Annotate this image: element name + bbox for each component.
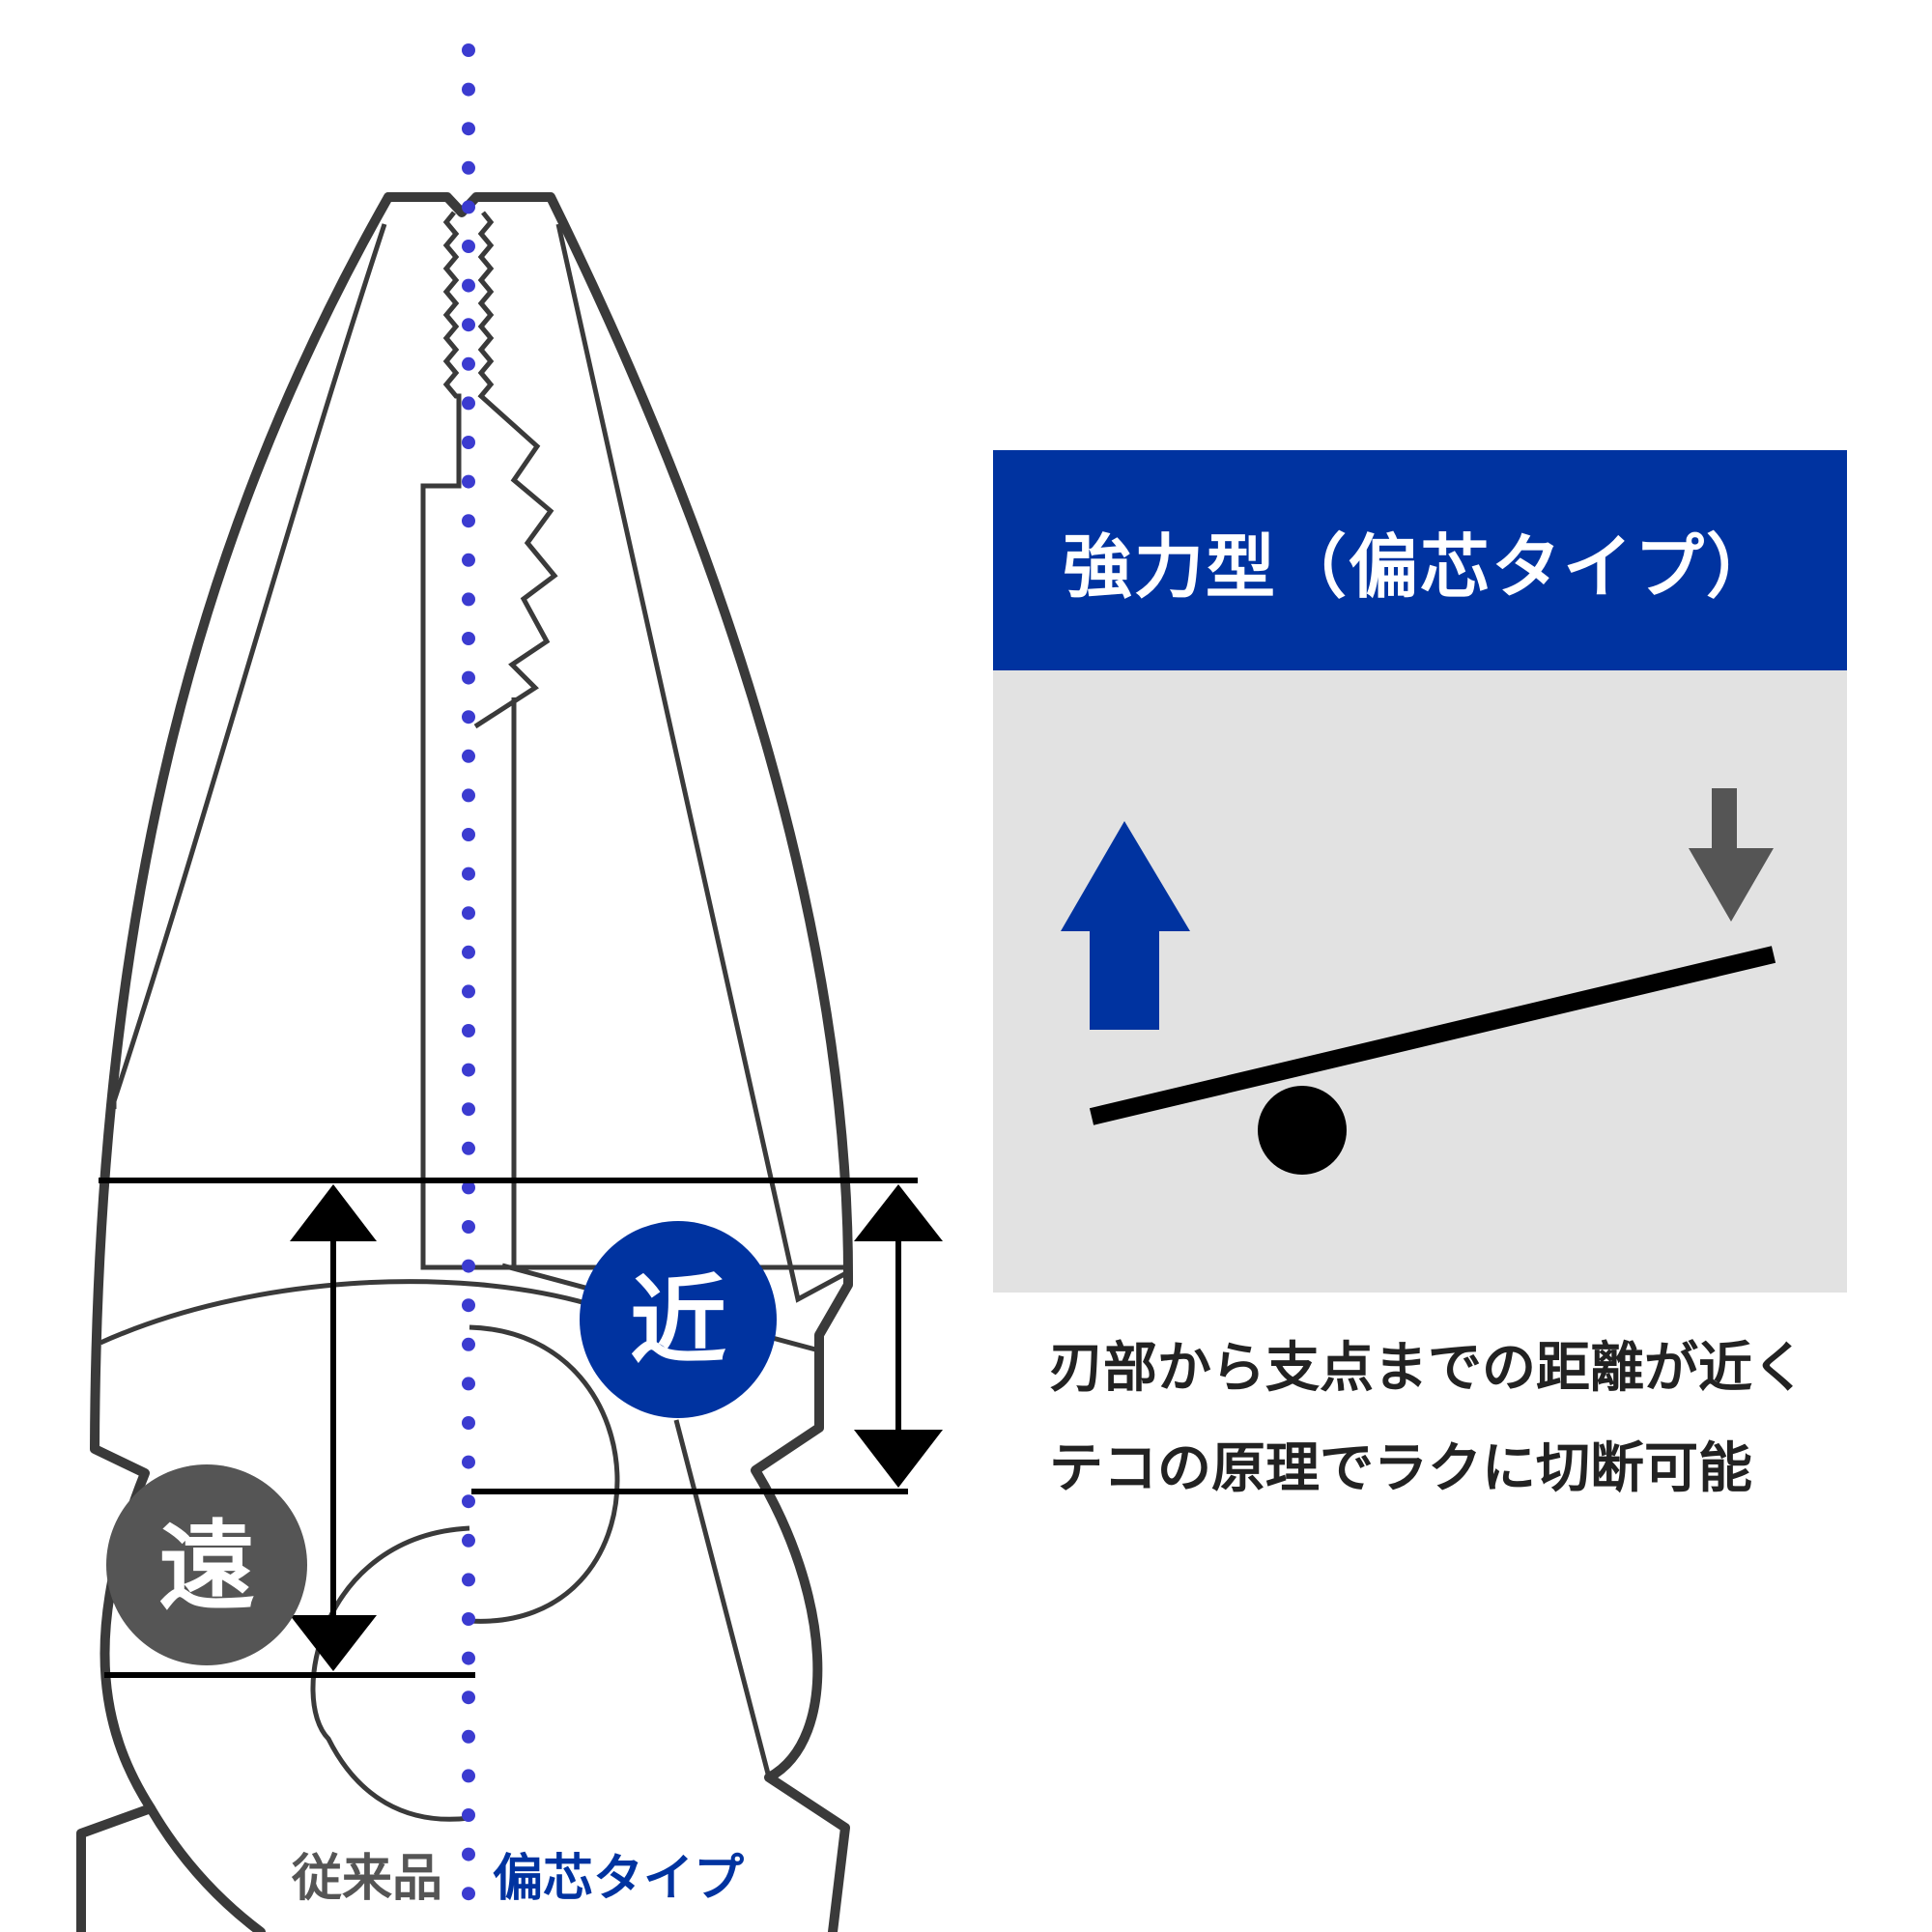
center-axis-dot — [462, 1847, 475, 1861]
center-axis-dot — [462, 1416, 475, 1430]
center-axis-dot — [462, 514, 475, 528]
center-axis-dot — [462, 906, 475, 921]
center-axis-dot — [462, 1180, 475, 1195]
serrated-jaw-left — [420, 211, 850, 1270]
joint-arc-lower — [310, 1525, 470, 1822]
center-axis-dot — [462, 1220, 475, 1234]
description-text: 刃部から支点までの距離が近く テコの原理でラクに切断可能 — [1049, 1319, 1899, 1520]
center-axis-dot — [462, 1808, 475, 1822]
far-badge-label: 遠 — [158, 1510, 255, 1623]
center-axis-dot — [462, 828, 475, 841]
plier-lower-left — [146, 1804, 266, 1932]
center-axis-dot — [462, 436, 475, 449]
center-axis-dot — [462, 1063, 475, 1077]
center-axis-dot — [462, 43, 475, 57]
center-axis-dot — [462, 984, 475, 999]
center-axis-dot — [462, 1494, 475, 1509]
center-axis-dot — [462, 867, 475, 881]
center-axis-dot — [462, 82, 475, 97]
description-line-2: テコの原理でラクに切断可能 — [1049, 1437, 1752, 1500]
eccentric-caption: 偏芯タイプ — [493, 1850, 744, 1908]
center-axis-dot — [462, 240, 475, 253]
center-axis-dot — [462, 200, 475, 214]
panel-header: 強力型（偏芯タイプ） — [993, 450, 1847, 670]
far-badge — [106, 1464, 307, 1665]
center-axis-dot — [462, 1573, 475, 1587]
near-badge — [580, 1221, 777, 1418]
left-bevel — [111, 223, 387, 1109]
center-axis-dot — [462, 553, 475, 567]
center-axis-dot — [462, 160, 475, 175]
center-axis-dot — [462, 632, 475, 645]
center-axis-dot — [462, 1298, 475, 1313]
center-axis-dot — [462, 318, 475, 332]
center-axis-dot — [462, 278, 475, 293]
joint-arc-upper — [469, 1324, 620, 1624]
center-axis-dot — [462, 749, 475, 763]
up-arrow-icon — [1061, 821, 1190, 1030]
center-axis-dot — [462, 710, 475, 724]
center-axis-dot — [462, 1259, 475, 1273]
center-axis-dot — [462, 1612, 475, 1626]
center-axis-dot — [462, 1024, 475, 1037]
center-axis-dot — [462, 1102, 475, 1117]
center-axis-dot — [462, 670, 475, 685]
jaw-curve — [99, 1279, 590, 1346]
center-axis-dotted-line — [462, 43, 475, 1901]
serrated-jaw-right — [473, 211, 558, 729]
center-axis-dot — [462, 592, 475, 607]
center-axis-dot — [462, 474, 475, 489]
center-axis-dot — [462, 788, 475, 803]
lever-bar — [1089, 946, 1776, 1125]
center-axis-dot — [462, 1887, 475, 1901]
plier-head-outline — [384, 192, 854, 1932]
center-axis-dot — [462, 1690, 475, 1705]
near-badge-label: 近 — [630, 1264, 726, 1378]
center-axis-dot — [462, 122, 475, 136]
description-line-1: 刃部から支点までの距離が近く — [1049, 1337, 1806, 1400]
near-arrow-up-head — [854, 1184, 943, 1241]
lower-jaw-line — [673, 1419, 772, 1778]
center-axis-dot — [462, 1533, 475, 1548]
center-axis-dot — [462, 1769, 475, 1783]
center-axis-dot — [462, 1141, 475, 1155]
near-arrow-down-head — [854, 1430, 943, 1488]
down-arrow-icon — [1689, 788, 1774, 922]
center-axis-dot — [462, 356, 475, 371]
far-arrow-down-head — [290, 1615, 377, 1671]
far-arrow-up-head — [290, 1184, 377, 1241]
fulcrum-dot — [1258, 1086, 1347, 1175]
lever-illustration — [993, 670, 1847, 1293]
conventional-caption: 従来品 — [291, 1850, 442, 1908]
center-axis-dot — [462, 1729, 475, 1744]
center-axis-dot — [462, 945, 475, 959]
panel-title: 強力型（偏芯タイプ） — [1062, 526, 1777, 608]
center-axis-dot — [462, 396, 475, 411]
center-axis-dot — [462, 1651, 475, 1665]
strong-type-panel: 強力型（偏芯タイプ） — [993, 450, 1847, 1293]
center-axis-dot — [462, 1455, 475, 1469]
center-axis-dot — [462, 1337, 475, 1351]
right-bevel — [555, 223, 848, 1303]
plier-head-outline-left — [76, 192, 393, 1932]
center-axis-dot — [462, 1377, 475, 1391]
